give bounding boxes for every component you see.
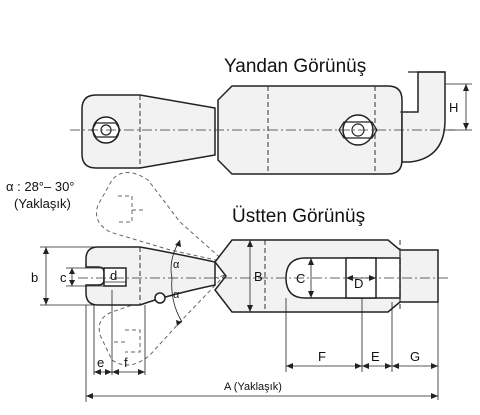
dim-c-label: c (60, 270, 67, 285)
dim-f-label: f (124, 355, 128, 370)
alpha-label-lower: α (173, 289, 180, 301)
side-view-hook (401, 71, 446, 163)
side-view-tongue (81, 94, 216, 169)
dim-D-arrows (346, 275, 376, 281)
dim-e-label: e (97, 355, 104, 370)
top-view: Üstten Görünüş α α B C (31, 172, 448, 402)
dim-b-arrows (43, 247, 49, 305)
dim-F-label: F (318, 349, 326, 364)
dim-H-label: H (449, 100, 458, 115)
dim-E-label: E (371, 349, 380, 364)
ghost-swivel-down-slot (112, 329, 141, 353)
side-view: Yandan Görünüş H (70, 56, 472, 175)
dim-ef-arrows (94, 369, 145, 375)
dim-G-label: G (410, 349, 420, 364)
ghost-swivel-down (98, 273, 227, 366)
ghost-swivel-up (96, 172, 227, 263)
dim-FEG-arrows (286, 363, 438, 369)
dim-C-label: C (296, 271, 305, 286)
clevis-pin-hole (154, 292, 166, 304)
dim-b-label: b (31, 270, 38, 285)
top-view-title: Üstten Görünüş (232, 206, 365, 227)
dim-B-label: B (254, 269, 263, 284)
dim-c-arrows (69, 268, 75, 286)
angle-note-line1: α : 28°– 30° (6, 179, 75, 194)
dim-A-label: A (Yaklaşık) (224, 381, 282, 393)
dim-d-label: d (110, 268, 117, 283)
side-view-title: Yandan Görünüş (224, 56, 366, 77)
ghost-swivel-up-slot (118, 195, 145, 223)
alpha-arc-lower (171, 277, 183, 323)
angle-note-line2: (Yaklaşık) (14, 196, 71, 211)
clevis-slot (103, 267, 127, 287)
right-pin-hex (338, 121, 378, 139)
dim-D-label: D (354, 276, 363, 291)
angle-note: α : 28°– 30° (Yaklaşık) (6, 179, 75, 211)
alpha-label-upper: α (173, 259, 180, 271)
